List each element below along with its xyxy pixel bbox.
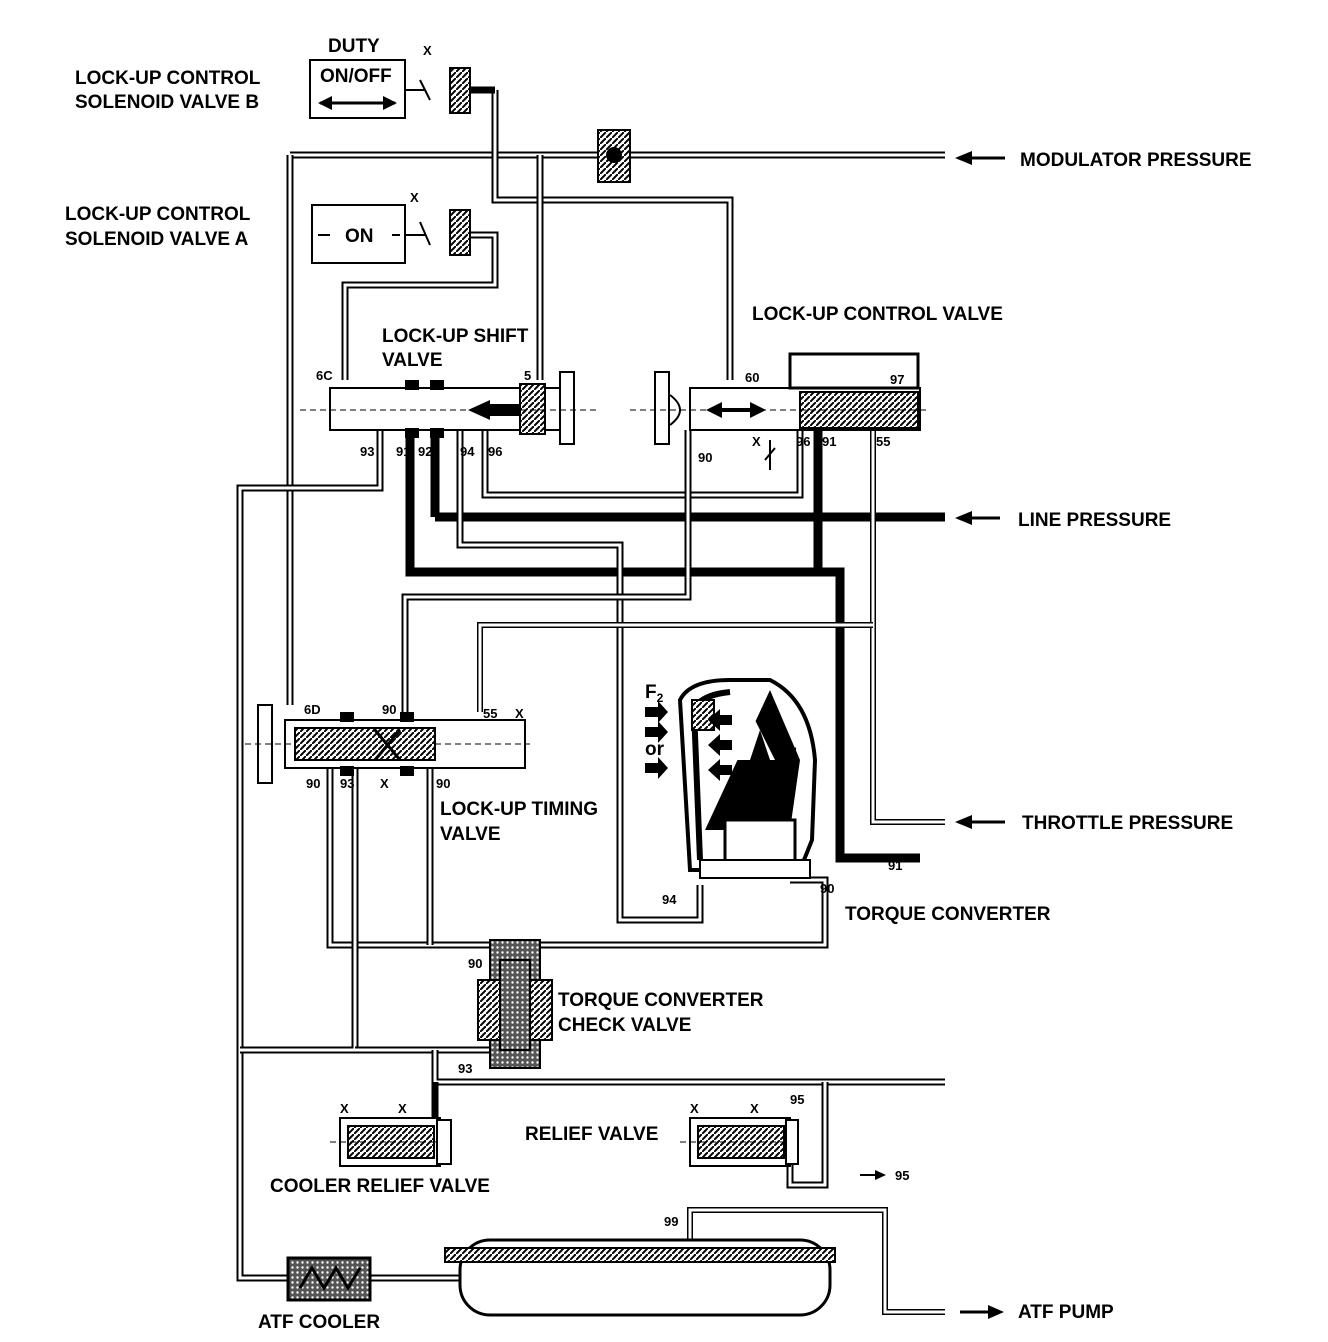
solenoid-b-label-2: SOLENOID VALVE B bbox=[75, 92, 259, 113]
or-label: or bbox=[645, 739, 665, 760]
port-60-control: 60 bbox=[745, 370, 759, 385]
lockup-control-valve bbox=[630, 352, 930, 470]
lockup-control-valve-label: LOCK-UP CONTROL VALVE bbox=[752, 304, 1003, 325]
port-97: 97 bbox=[890, 372, 904, 387]
control-passages bbox=[236, 430, 945, 1282]
port-91-tc: 91 bbox=[888, 858, 902, 873]
modulator-arrow bbox=[955, 151, 1005, 165]
port-90-control: 90 bbox=[698, 450, 712, 465]
torque-converter-label: TORQUE CONVERTER bbox=[845, 904, 1051, 925]
port-99: 99 bbox=[664, 1214, 678, 1229]
torque-converter bbox=[677, 678, 818, 879]
cooler-relief-valve bbox=[330, 1117, 452, 1167]
port-95: 95 bbox=[790, 1092, 804, 1107]
throttle-pressure-label: THROTTLE PRESSURE bbox=[1022, 813, 1233, 834]
atf-cooler bbox=[286, 1256, 372, 1302]
port-55-control: 55 bbox=[876, 434, 890, 449]
port-x-control: X bbox=[752, 434, 761, 449]
solenoid-a-label-1: LOCK-UP CONTROL bbox=[65, 204, 251, 225]
port-6d: 6D bbox=[304, 702, 321, 717]
force-2-label: F2 bbox=[645, 682, 664, 705]
port-96-shift: 96 bbox=[488, 444, 502, 459]
cooler-relief-valve-label: COOLER RELIEF VALVE bbox=[270, 1176, 490, 1197]
atf-pump-arrow bbox=[960, 1305, 1004, 1319]
lockup-shift-label-1: LOCK-UP SHIFT bbox=[382, 326, 529, 347]
port-94-tc: 94 bbox=[662, 892, 677, 907]
port-90-check: 90 bbox=[468, 956, 482, 971]
force-1-letter: F bbox=[780, 736, 792, 757]
line-pressure-label: LINE PRESSURE bbox=[1018, 510, 1171, 531]
port-93-timing: 93 bbox=[340, 776, 354, 791]
port-x-timing-bottom: X bbox=[380, 776, 389, 791]
port-x-sol-a: X bbox=[410, 190, 419, 205]
port-55-timing: 55 bbox=[483, 706, 497, 721]
solenoid-a-label-2: SOLENOID VALVE A bbox=[65, 229, 249, 250]
atf-pump-label: ATF PUMP bbox=[1018, 1302, 1114, 1323]
lockup-timing-valve bbox=[245, 704, 530, 784]
atf-sump bbox=[444, 1238, 836, 1317]
port-x-sol-b: X bbox=[423, 43, 432, 58]
modulator-pressure-label: MODULATOR PRESSURE bbox=[1020, 150, 1252, 171]
duty-label: DUTY bbox=[328, 36, 380, 57]
force-1-label: F1 bbox=[780, 736, 799, 759]
port-91-shift: 91 bbox=[396, 444, 410, 459]
torque-converter-check-valve bbox=[477, 939, 553, 1069]
port-90-timing-right: 90 bbox=[436, 776, 450, 791]
throttle-pressure-line bbox=[477, 430, 945, 1315]
tc-check-valve-label-2: CHECK VALVE bbox=[558, 1015, 691, 1036]
atf-cooler-label: ATF COOLER bbox=[258, 1312, 380, 1333]
port-92-shift: 92 bbox=[418, 444, 432, 459]
relief-valve bbox=[680, 1117, 800, 1167]
port-x-cooler-2: X bbox=[398, 1101, 407, 1116]
port-x-cooler-1: X bbox=[340, 1101, 349, 1116]
throttle-pressure-arrow bbox=[955, 815, 1005, 829]
modulator-filter bbox=[597, 129, 631, 183]
port-94-shift: 94 bbox=[460, 444, 475, 459]
port-90-timing-left: 90 bbox=[306, 776, 320, 791]
modulator-pressure-line bbox=[286, 86, 945, 705]
force-2-subscript: 2 bbox=[657, 691, 664, 705]
lockup-shift-label-2: VALVE bbox=[382, 350, 443, 371]
port-90-tc: 90 bbox=[820, 881, 834, 896]
lockup-timing-label-1: LOCK-UP TIMING bbox=[440, 799, 598, 820]
port-91-control: 91 bbox=[822, 434, 836, 449]
relief-valve-label: RELIEF VALVE bbox=[525, 1124, 658, 1145]
port-6c: 6C bbox=[316, 368, 333, 383]
solenoid-b-label-1: LOCK-UP CONTROL bbox=[75, 68, 261, 89]
on-off-label: ON/OFF bbox=[320, 66, 392, 87]
port-to-95: 95 bbox=[895, 1168, 909, 1183]
lockup-timing-label-2: VALVE bbox=[440, 824, 501, 845]
solenoid-valve-a bbox=[311, 204, 471, 264]
line-pressure-arrow bbox=[955, 511, 1000, 525]
force-1-subscript: 1 bbox=[792, 745, 799, 759]
solenoid-valve-b bbox=[309, 59, 471, 119]
port-93-shift: 93 bbox=[360, 444, 374, 459]
force-arrows bbox=[645, 701, 732, 781]
lockup-shift-valve bbox=[300, 371, 600, 445]
tc-check-valve-label-1: TORQUE CONVERTER bbox=[558, 990, 764, 1011]
on-label: ON bbox=[345, 226, 374, 247]
port-93-check: 93 bbox=[458, 1061, 472, 1076]
port-96-control: 96 bbox=[796, 434, 810, 449]
port-90-timing-top: 90 bbox=[382, 702, 396, 717]
to-95-arrow bbox=[860, 1170, 886, 1180]
port-5: 5 bbox=[524, 368, 531, 383]
port-x-relief-2: X bbox=[750, 1101, 759, 1116]
port-x-relief-1: X bbox=[690, 1101, 699, 1116]
port-x-timing-top: X bbox=[515, 706, 524, 721]
force-2-letter: F bbox=[645, 682, 657, 703]
